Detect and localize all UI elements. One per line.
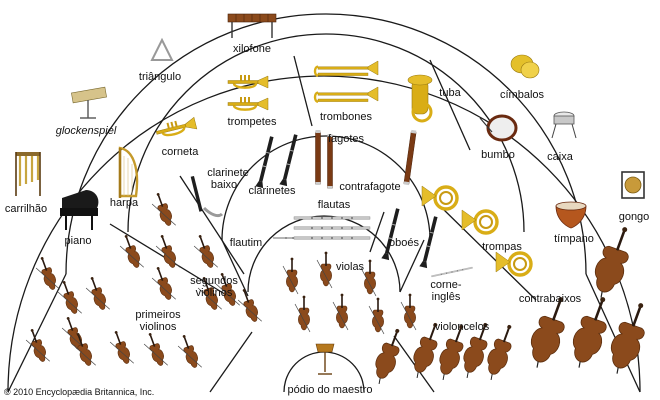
french-horn-icon: [420, 184, 459, 211]
cornet-icon: [153, 115, 199, 140]
violin-icon: [54, 278, 83, 319]
english-horn-icon: [431, 266, 473, 278]
label-piano: piano: [65, 235, 92, 247]
section-label-horns: trompas: [482, 241, 522, 253]
clarinet-icon: [279, 133, 300, 187]
section-label-first-violins: violinos: [140, 321, 177, 333]
viola-icon: [282, 257, 299, 295]
glockenspiel-icon: [71, 86, 107, 119]
bass-clarinet-icon: [190, 175, 224, 218]
oboe-icon: [381, 207, 402, 261]
section-label-second-violins: violinos: [196, 287, 233, 299]
flute-icon: [293, 226, 371, 230]
trombone-icon: [313, 85, 380, 103]
cellos-section: violoncelos: [368, 319, 520, 388]
trombone-icon: [313, 59, 380, 77]
violin-icon: [174, 332, 203, 373]
label-conductor-podium: pódio do maestro: [288, 384, 373, 396]
cymbals-icon: [510, 54, 540, 79]
label-cymbals: címbalos: [500, 89, 545, 101]
section-label-second-violins: segundos: [190, 275, 238, 287]
grand-piano-icon: [60, 190, 99, 230]
french-horn-icon: [494, 250, 533, 277]
violin-icon: [82, 274, 111, 315]
first-violins-section: primeiros violinos: [22, 254, 223, 373]
flute-icon: [293, 216, 371, 220]
french-horn-icon: [460, 208, 499, 235]
label-chimes: carrilhão: [5, 203, 47, 215]
section-label-english-horn: corne-: [430, 279, 462, 291]
viola-icon: [294, 295, 311, 333]
harp-icon: [118, 146, 139, 198]
clarinet-icon: [255, 135, 276, 189]
viola-icon: [316, 251, 333, 289]
violin-icon: [140, 330, 169, 371]
flute-icon: [293, 236, 371, 240]
bass-drum-icon: [479, 114, 518, 142]
timpani-icon: [555, 201, 587, 229]
snare-drum-icon: [551, 111, 577, 139]
violin-icon: [148, 190, 177, 231]
section-label-piccolo: flautim: [230, 237, 262, 249]
conductor-stand-icon: [315, 343, 335, 375]
violin-icon: [148, 264, 177, 305]
label-triangle: triângulo: [139, 71, 181, 83]
section-label-violas: violas: [336, 261, 365, 273]
label-timpani: tímpano: [554, 233, 594, 245]
section-label-flutes: flautas: [318, 199, 351, 211]
violin-icon: [234, 286, 263, 327]
section-label-bass-clarinet: clarinete: [207, 167, 249, 179]
seating-arcs: [7, 13, 641, 393]
label-snare-drum: caixa: [547, 151, 574, 163]
gong-icon: [621, 171, 645, 199]
second-violins-section: segundos violinos: [116, 190, 263, 327]
viola-icon: [368, 297, 385, 335]
section-label-clarinets: clarinetes: [248, 185, 296, 197]
tuba-icon: [407, 74, 433, 123]
violin-icon: [190, 232, 219, 273]
section-label-cornet: corneta: [162, 146, 200, 158]
triangle-icon: [150, 37, 174, 61]
violin-icon: [32, 254, 61, 295]
chimes-icon: [15, 152, 41, 196]
viola-icon: [332, 293, 349, 331]
section-label-first-violins: primeiros: [135, 309, 181, 321]
xylophone-icon: [227, 13, 277, 38]
label-gong: gongo: [619, 211, 650, 223]
section-label-oboes: oboés: [389, 237, 419, 249]
violin-icon: [116, 232, 145, 273]
brass-section: corneta trompetes trombones tuba trompas: [153, 59, 533, 277]
copyright-text: © 2010 Encyclopædia Britannica, Inc.: [4, 387, 154, 397]
section-label-tuba: tuba: [439, 87, 461, 99]
woodwinds-section: flautim flautas oboés corne- inglês clar…: [190, 129, 473, 303]
trumpet-icon: [226, 73, 270, 90]
section-label-cellos: violoncelos: [435, 321, 490, 333]
label-glockenspiel: glockenspiel: [56, 125, 117, 137]
section-label-double-basses: contrabaixos: [519, 293, 582, 305]
bassoon-icon: [315, 129, 321, 186]
contrabassoon-icon: [403, 129, 417, 186]
double-basses-section: contrabaixos: [519, 221, 656, 379]
label-bass-drum: bumbo: [481, 149, 515, 161]
section-label-bassoons: fagotes: [328, 133, 365, 145]
violin-icon: [106, 328, 135, 369]
section-label-english-horn: inglês: [432, 291, 461, 303]
cello-icon: [368, 325, 408, 388]
violas-section: violas: [282, 251, 417, 335]
section-label-contrabassoon: contrafagote: [339, 181, 400, 193]
double-bass-icon: [586, 221, 640, 303]
section-label-trombones: trombones: [320, 111, 372, 123]
label-harp: harpa: [110, 197, 139, 209]
viola-icon: [400, 293, 417, 331]
section-label-bass-clarinet: baixo: [211, 179, 237, 191]
section-label-trumpets: trompetes: [228, 116, 277, 128]
label-xylophone: xilofone: [233, 43, 271, 55]
trumpet-icon: [226, 95, 270, 112]
